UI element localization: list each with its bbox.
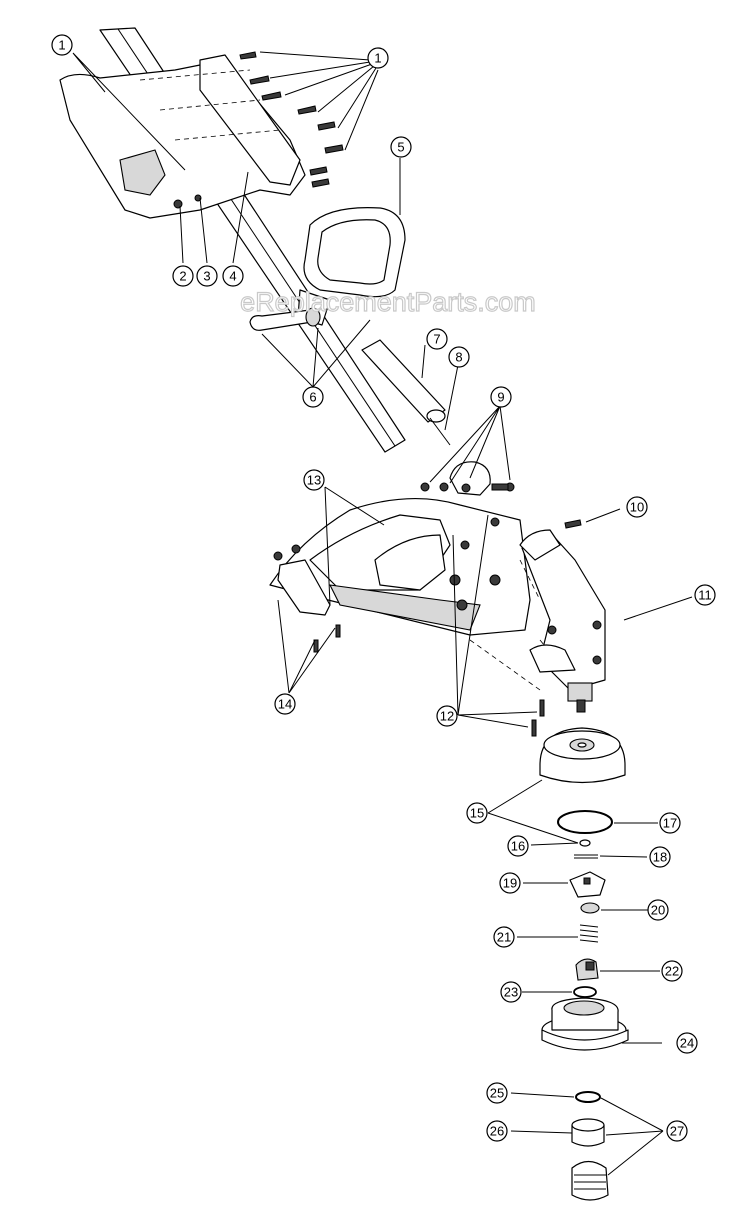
svg-text:24: 24: [680, 1036, 694, 1051]
motor-housing: [59, 54, 306, 219]
callout-5: 5: [390, 136, 412, 158]
callout-18: 18: [649, 846, 671, 868]
svg-text:23: 23: [504, 985, 518, 1000]
small-washer: [579, 839, 591, 847]
callout-19: 19: [499, 872, 521, 894]
callout-1-right: 1: [367, 47, 389, 69]
callout-23: 23: [500, 981, 522, 1003]
coil-spring: [579, 924, 599, 943]
callout-13: 13: [303, 469, 325, 491]
callout-17: 17: [659, 812, 681, 834]
grass-guard: [269, 497, 581, 691]
svg-text:10: 10: [630, 500, 644, 515]
callout-14: 14: [274, 693, 296, 715]
callout-11: 11: [694, 584, 716, 606]
callout-1-left: 1: [51, 34, 73, 56]
spool-housing: [539, 727, 626, 784]
callout-3: 3: [196, 265, 218, 287]
lower-ring: [575, 1091, 601, 1103]
svg-text:18: 18: [653, 850, 667, 865]
callout-20: 20: [647, 899, 669, 921]
gearhead-screw: [564, 519, 582, 529]
svg-text:25: 25: [490, 1086, 504, 1101]
svg-text:1: 1: [58, 38, 65, 53]
svg-text:2: 2: [179, 269, 186, 284]
callout-24: 24: [676, 1032, 698, 1054]
callout-27: 27: [666, 1120, 688, 1142]
svg-text:21: 21: [497, 930, 511, 945]
line-spool: [541, 997, 629, 1051]
spring-upper: [574, 854, 598, 859]
svg-text:19: 19: [503, 876, 517, 891]
svg-text:4: 4: [229, 269, 236, 284]
svg-text:12: 12: [440, 709, 454, 724]
svg-text:13: 13: [307, 473, 321, 488]
callout-6: 6: [302, 386, 324, 408]
spool-adapter: [571, 1118, 605, 1147]
callout-15: 15: [466, 802, 488, 824]
callout-16: 16: [507, 835, 529, 857]
callout-12: 12: [436, 705, 458, 727]
svg-text:5: 5: [397, 140, 404, 155]
svg-text:20: 20: [651, 903, 665, 918]
guard-bracket: [273, 544, 341, 653]
spool-o-ring: [557, 810, 613, 834]
svg-text:7: 7: [433, 332, 440, 347]
svg-text:9: 9: [497, 390, 504, 405]
assist-handle: [297, 207, 406, 326]
svg-text:15: 15: [470, 806, 484, 821]
svg-text:22: 22: [665, 964, 679, 979]
eyelet-cam: [569, 871, 606, 898]
guard-screws: [531, 699, 545, 737]
svg-text:17: 17: [663, 816, 677, 831]
callout-4: 4: [222, 265, 244, 287]
svg-text:1: 1: [374, 51, 381, 66]
callout-2: 2: [172, 265, 194, 287]
svg-text:16: 16: [511, 839, 525, 854]
callout-21: 21: [493, 926, 515, 948]
svg-text:6: 6: [309, 390, 316, 405]
svg-text:3: 3: [203, 269, 210, 284]
callout-22: 22: [661, 960, 683, 982]
callout-9: 9: [490, 386, 512, 408]
watermark: eReplacementParts.com: [240, 287, 536, 317]
svg-text:14: 14: [278, 697, 292, 712]
shaft-pin: [429, 417, 451, 446]
svg-text:11: 11: [698, 588, 712, 603]
bump-knob: [571, 1160, 609, 1201]
gear-head: [519, 529, 606, 713]
handle-bolt: [249, 307, 321, 331]
svg-text:8: 8: [455, 350, 462, 365]
svg-text:27: 27: [670, 1124, 684, 1139]
bump-insert: [575, 958, 599, 981]
retaining-ring: [573, 986, 597, 998]
spring-washer: [580, 902, 600, 914]
shaft-clamp: [420, 461, 515, 496]
housing-screws: [239, 51, 344, 188]
callouts: 1 1 2 3 4 5 6 7 8 9 10 11 12 13 14 15 16…: [51, 34, 716, 1142]
callout-8: 8: [448, 346, 470, 368]
callout-25: 25: [486, 1082, 508, 1104]
callout-26: 26: [486, 1120, 508, 1142]
leader-lines: [72, 51, 693, 1176]
shaft-sleeve: [361, 339, 446, 423]
svg-text:26: 26: [490, 1124, 504, 1139]
callout-10: 10: [626, 496, 648, 518]
callout-7: 7: [426, 328, 448, 350]
